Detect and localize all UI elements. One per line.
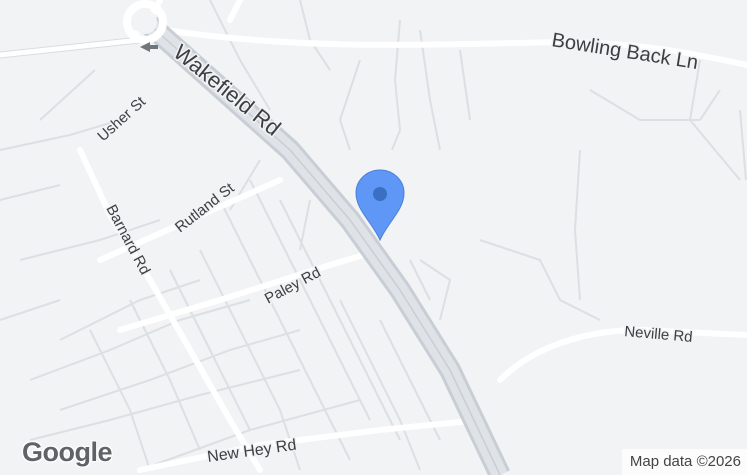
wakefield-rd-line (142, 16, 510, 475)
map-attribution[interactable]: Map data ©2026 (621, 449, 747, 475)
roundabout (123, 0, 167, 44)
location-pin-icon[interactable] (355, 169, 405, 242)
secondary-roads-outline (0, 36, 141, 59)
direction-arrow-icon (140, 42, 158, 52)
google-logo[interactable]: Google (22, 437, 113, 467)
